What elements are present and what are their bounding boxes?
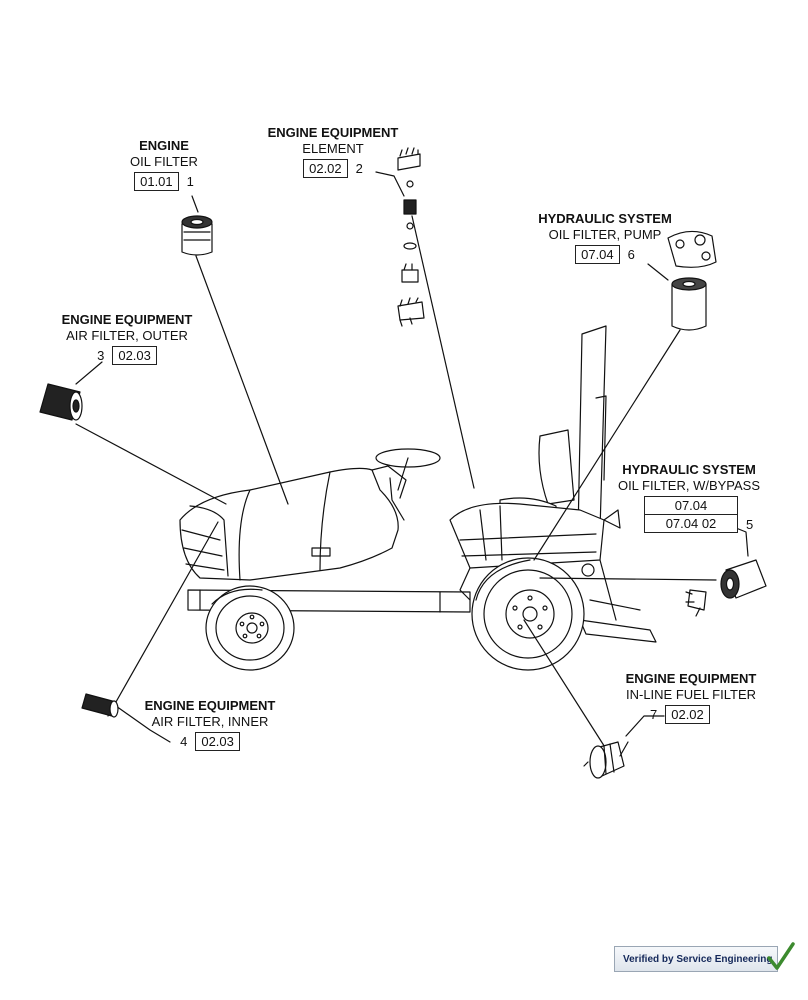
callout-subtitle: OIL FILTER, W/BYPASS xyxy=(617,478,761,493)
callout-title: ENGINE EQUIPMENT xyxy=(61,312,193,327)
callout-title: ENGINE EQUIPMENT xyxy=(625,671,757,686)
callout-air-filter-inner: ENGINE EQUIPMENT AIR FILTER, INNER 4 02.… xyxy=(138,698,282,751)
section-code: 07.04 xyxy=(644,496,738,515)
callout-title: ENGINE EQUIPMENT xyxy=(267,125,399,140)
item-number: 2 xyxy=(355,160,363,176)
callout-title: ENGINE xyxy=(139,138,189,153)
section-code: 02.03 xyxy=(112,346,157,365)
item-number: 3 xyxy=(97,347,105,363)
callout-subtitle: AIR FILTER, INNER xyxy=(151,714,269,729)
section-code: 01.01 xyxy=(134,172,179,191)
callout-title: HYDRAULIC SYSTEM xyxy=(622,462,756,477)
item-number: 4 xyxy=(180,733,188,749)
callout-subtitle: AIR FILTER, OUTER xyxy=(66,328,188,343)
callout-title: ENGINE EQUIPMENT xyxy=(144,698,276,713)
callout-air-filter-outer: ENGINE EQUIPMENT AIR FILTER, OUTER 3 02.… xyxy=(52,312,202,365)
section-code: 07.04 xyxy=(575,245,620,264)
callout-subtitle: OIL FILTER xyxy=(130,154,198,169)
checkmark-icon xyxy=(767,942,795,970)
item-number: 1 xyxy=(186,173,194,189)
callout-element: ENGINE EQUIPMENT ELEMENT 02.02 2 xyxy=(258,125,408,178)
verified-badge: Verified by Service Engineering xyxy=(614,946,778,972)
section-code: 02.02 xyxy=(665,705,710,724)
callout-hydraulic-pump-filter: HYDRAULIC SYSTEM OIL FILTER, PUMP 07.04 … xyxy=(526,211,684,264)
callout-hydraulic-bypass-filter: HYDRAULIC SYSTEM OIL FILTER, W/BYPASS 07… xyxy=(604,462,774,533)
callout-subtitle: ELEMENT xyxy=(302,141,364,156)
callout-subtitle: IN-LINE FUEL FILTER xyxy=(625,687,757,702)
section-code: 07.04 02 xyxy=(644,514,738,533)
callout-engine-oil-filter: ENGINE OIL FILTER 01.01 1 xyxy=(96,138,232,191)
callout-subtitle: OIL FILTER, PUMP xyxy=(548,227,662,242)
item-number: 5 xyxy=(746,517,754,532)
callout-title: HYDRAULIC SYSTEM xyxy=(538,211,672,226)
section-code: 02.02 xyxy=(303,159,348,178)
verified-badge-label: Verified by Service Engineering xyxy=(623,953,773,965)
item-number: 7 xyxy=(650,706,658,722)
section-code: 02.03 xyxy=(195,732,240,751)
callout-inline-fuel-filter: ENGINE EQUIPMENT IN-LINE FUEL FILTER 7 0… xyxy=(616,671,766,724)
item-number: 6 xyxy=(627,246,635,262)
section-code-stack: 07.04 07.04 02 xyxy=(644,496,738,533)
